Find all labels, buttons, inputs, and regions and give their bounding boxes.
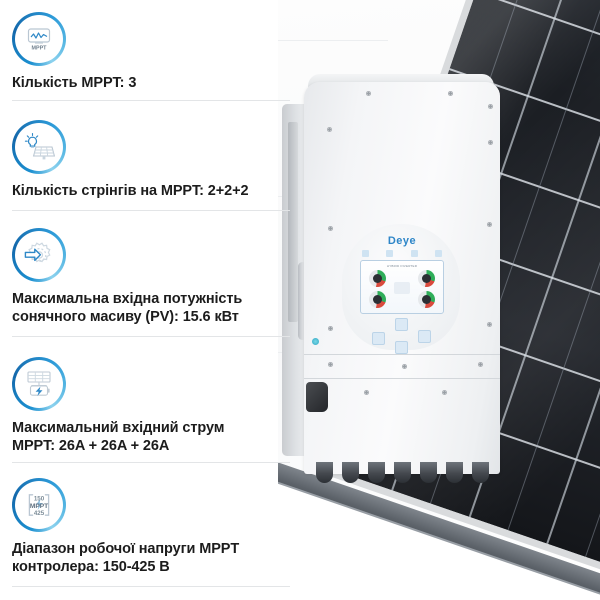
inverter-handle xyxy=(298,262,307,340)
gauge-load xyxy=(418,291,435,308)
icon-glyph: MPPT xyxy=(12,12,66,66)
screw xyxy=(364,390,369,395)
screw xyxy=(487,322,492,327)
screw xyxy=(328,326,333,331)
cable-gland xyxy=(472,462,489,483)
screw xyxy=(442,390,447,395)
load-icon xyxy=(386,250,394,257)
spec-label: Діапазон робочої напруги MPPT контролера… xyxy=(12,540,284,576)
cable-gland xyxy=(420,462,437,483)
screw xyxy=(328,362,333,367)
key-enter[interactable] xyxy=(395,341,408,354)
gauge-grid xyxy=(418,270,435,287)
mppt-voltage-range-icon: 150 MPPT 425 xyxy=(12,478,66,532)
arrow-into-gear-icon xyxy=(12,228,66,282)
wall-seam xyxy=(278,40,388,41)
cable-gland xyxy=(316,462,333,483)
row-divider xyxy=(12,586,290,587)
lightbulb-solar-panel-icon xyxy=(12,120,66,174)
screw xyxy=(478,362,483,367)
inverter-seam xyxy=(304,378,500,379)
row-divider xyxy=(12,462,290,463)
spec-label: Максимальна вхідна потужність сонячного … xyxy=(12,290,284,326)
inverter-seam xyxy=(304,354,500,355)
row-divider xyxy=(12,100,290,101)
lcd-title: HYBRID INVERTER xyxy=(386,264,418,268)
spec-label-line: контролера: 150-425 В xyxy=(12,559,170,575)
battery-icon xyxy=(410,250,418,257)
specification-list: MPPT Кількість MPPT: 3 xyxy=(0,0,290,600)
gauge-battery xyxy=(369,291,386,308)
spec-label: Максимальний вхідний струм MPPT: 26A + 2… xyxy=(12,419,284,455)
row-divider xyxy=(12,336,290,337)
cable-gland xyxy=(368,462,385,483)
spec-label-line: Діапазон робочої напруги MPPT xyxy=(12,541,240,557)
mppt-monitor-icon: MPPT xyxy=(12,12,66,66)
screw xyxy=(366,91,371,96)
icon-glyph xyxy=(12,120,66,174)
pv-icon xyxy=(434,250,442,257)
screw xyxy=(487,222,492,227)
screw xyxy=(488,140,493,145)
key-right[interactable] xyxy=(418,330,431,343)
grid-icon xyxy=(362,250,369,257)
inverter-dc-switch[interactable] xyxy=(306,382,328,412)
gauge-pv xyxy=(369,270,386,287)
icon-ring xyxy=(12,357,66,411)
screw xyxy=(402,364,407,369)
svg-text:MPPT: MPPT xyxy=(30,503,48,510)
screw xyxy=(488,104,493,109)
screw xyxy=(328,226,333,231)
svg-text:425: 425 xyxy=(34,510,45,517)
key-up[interactable] xyxy=(395,318,408,331)
inverter-body: Deye HYBRID INVERTER xyxy=(282,74,502,483)
svg-text:150: 150 xyxy=(34,495,45,502)
icon-glyph: 150 MPPT 425 xyxy=(12,478,66,532)
spec-label: Кількість стрінгів на MPPT: 2+2+2 xyxy=(12,183,249,199)
row-divider xyxy=(12,210,290,211)
product-photo: Deye HYBRID INVERTER xyxy=(278,0,600,600)
cable-gland xyxy=(342,462,359,483)
screw xyxy=(327,127,332,132)
key-left[interactable] xyxy=(372,332,385,345)
cable-gland xyxy=(394,462,411,483)
spec-label-line: Максимальний вхідний струм xyxy=(12,420,225,436)
inverter-status-led xyxy=(312,338,319,345)
inverter-wall-bracket xyxy=(288,122,298,322)
brand-logo: Deye xyxy=(387,235,417,247)
spec-label: Кількість MPPT: 3 xyxy=(12,75,137,91)
inverter-lcd-screen[interactable]: HYBRID INVERTER xyxy=(360,260,444,314)
lcd-center-diagram xyxy=(394,282,410,294)
icon-glyph xyxy=(12,357,66,411)
spec-label-line: MPPT: 26A + 26A + 26A xyxy=(12,438,170,454)
spec-label-line: Максимальна вхідна потужність xyxy=(12,291,243,307)
svg-text:MPPT: MPPT xyxy=(32,46,48,52)
icon-glyph xyxy=(12,228,66,282)
spec-label-line: сонячного масиву (PV): 15.6 кВт xyxy=(12,309,239,325)
solar-panel-battery-bolt-icon xyxy=(12,357,66,411)
inverter-keypad[interactable] xyxy=(372,318,431,354)
screw xyxy=(448,91,453,96)
cable-gland xyxy=(446,462,463,483)
display-status-icon-row xyxy=(362,250,442,257)
